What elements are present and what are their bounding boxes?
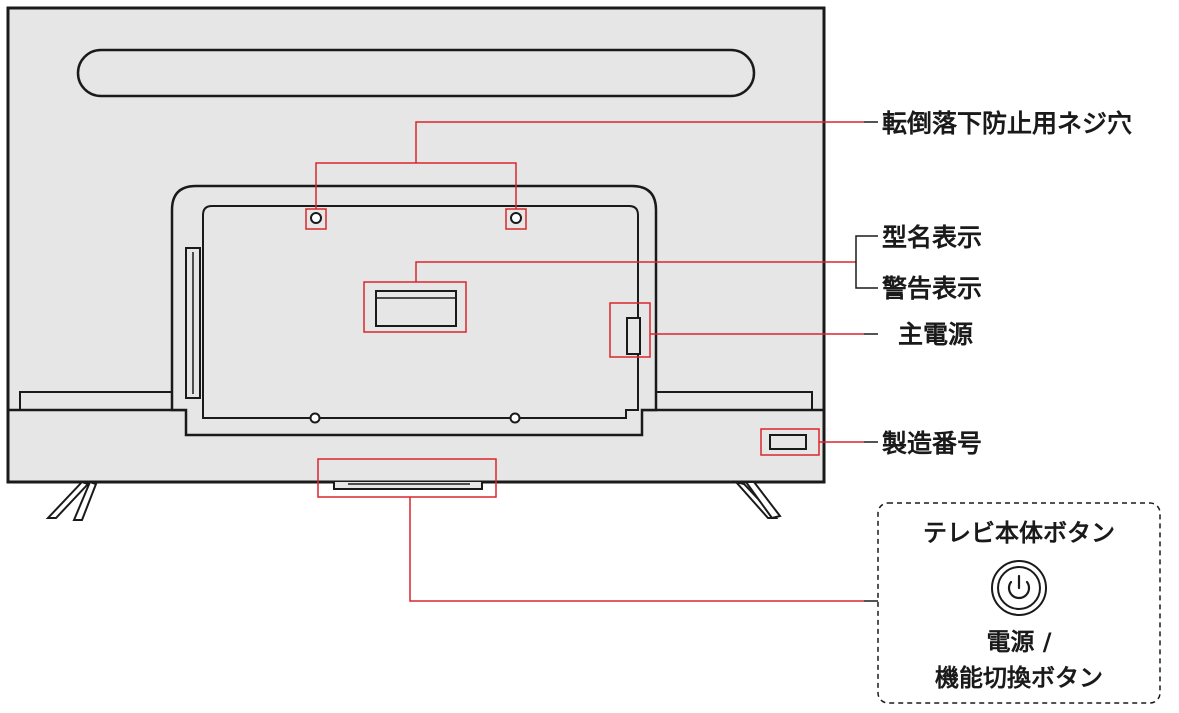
power-icon [991,560,1047,616]
button-panel-title: テレビ本体ボタン [923,519,1115,547]
anti-tip-screw-holes [305,121,878,230]
screw-holes-label: 転倒落下防止用ネジ穴 [882,109,1132,138]
stand-left [45,480,98,521]
main-power-switch [609,302,878,358]
model-name-label: 型名表示 [882,223,982,252]
tv-body-button [317,458,878,602]
button-caption-line2: 機能切換ボタン [935,664,1103,692]
model-warning-label [363,235,878,333]
top-handle-slot [76,48,756,98]
warning-label: 警告表示 [881,274,982,303]
button-caption-line1: 電源 / [986,628,1051,656]
stand-right [733,480,782,520]
main-power-label: 主電源 [898,320,973,349]
serial-number-label [760,428,878,456]
serial-number-text: 製造番号 [881,429,982,458]
button-panel: テレビ本体ボタン 電源 / 機能切換ボタン [877,502,1161,704]
